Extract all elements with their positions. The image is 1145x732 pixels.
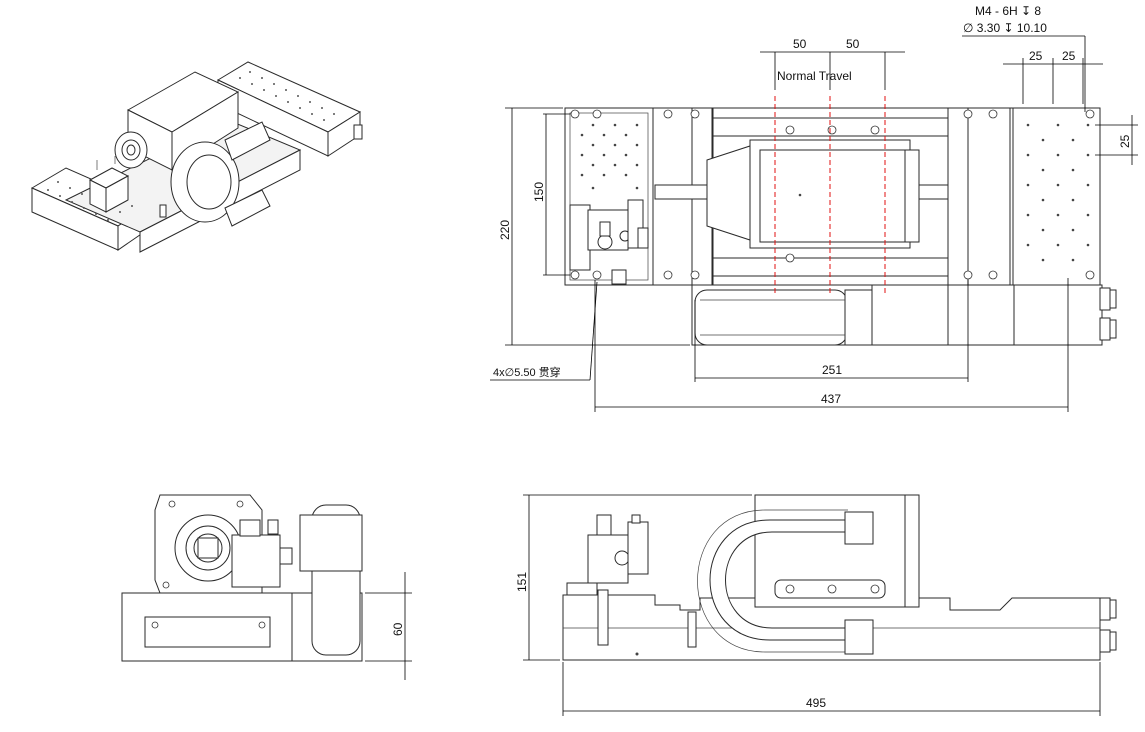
dim-front-length: 495 [806, 696, 826, 710]
side-view: 60 [121, 494, 412, 680]
dim-height: 220 [498, 220, 512, 240]
dim-front-height: 151 [515, 572, 529, 592]
dim-travel-right: 50 [846, 37, 860, 51]
isometric-view [30, 61, 363, 253]
dim-mount-spacing: 251 [822, 363, 842, 377]
hole-note: 4x∅5.50 贯穿 [493, 365, 561, 379]
thread-note-line2: ∅ 3.30 ↧ 10.10 [963, 21, 1047, 35]
travel-label: Normal Travel [777, 69, 852, 83]
front-view: 151 495 [515, 494, 1117, 716]
dim-grid-x2: 25 [1062, 49, 1076, 63]
thread-note-line1: M4 - 6H ↧ 8 [975, 4, 1041, 18]
dim-grid-y: 25 [1118, 134, 1132, 148]
dim-base-height: 60 [391, 622, 405, 636]
dim-inner-height: 150 [532, 182, 546, 202]
top-view: 50 50 Normal Travel 220 150 251 437 4x∅5… [490, 4, 1138, 412]
dim-total-width: 437 [821, 392, 841, 406]
dim-travel-left: 50 [793, 37, 807, 51]
dim-grid-x1: 25 [1029, 49, 1043, 63]
